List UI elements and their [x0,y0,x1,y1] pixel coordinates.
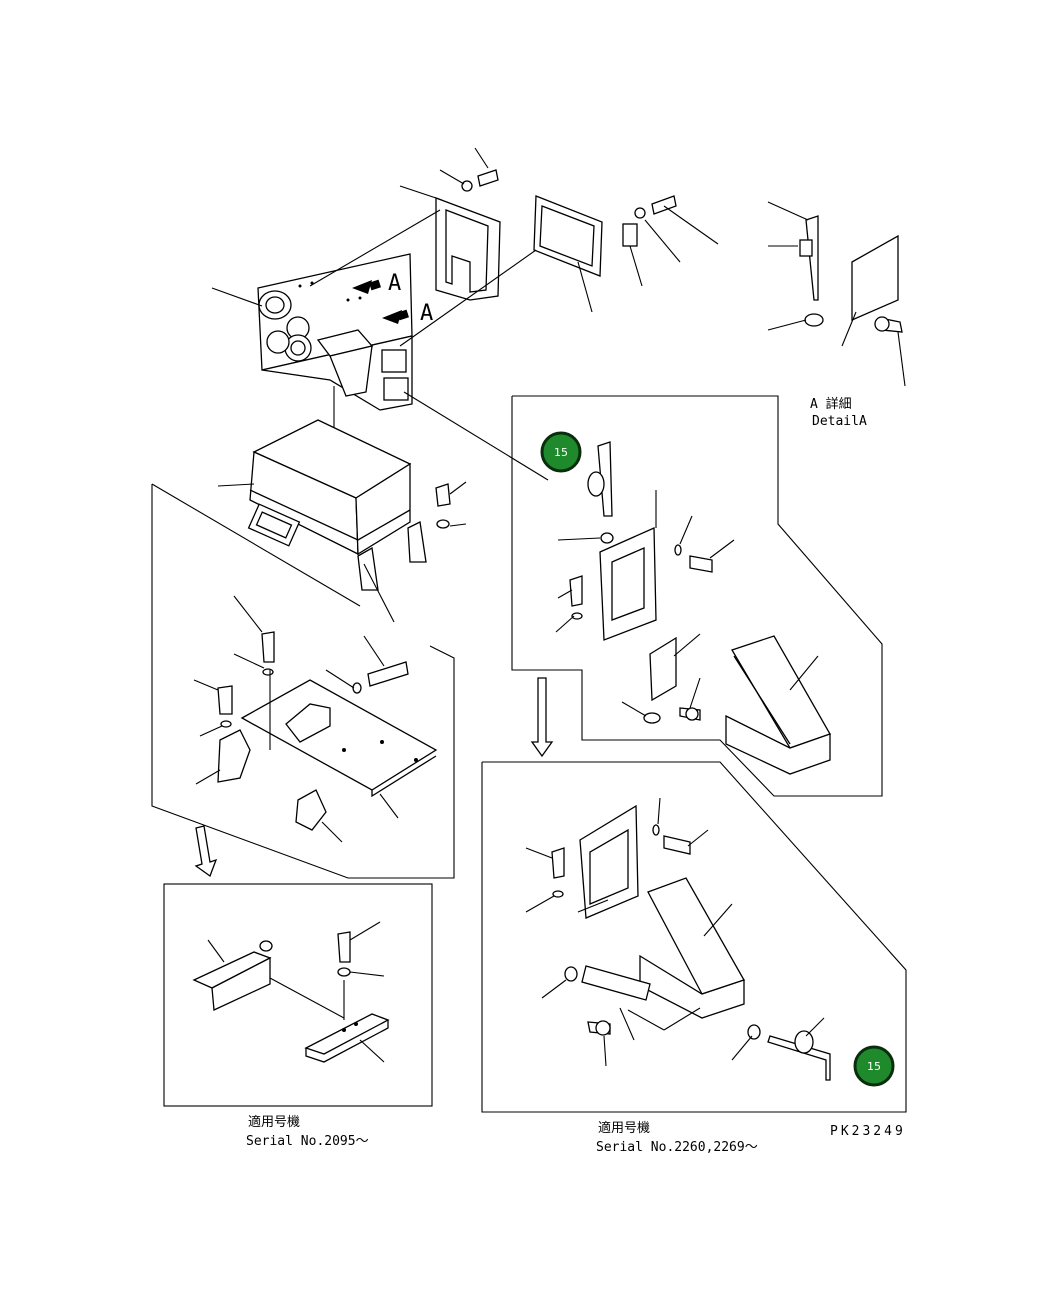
leaders-mid [217,481,467,623]
left-frame [151,484,455,879]
serial-2095-parts [192,931,390,1063]
detail-a-label-jp: A 詳細 [810,396,852,412]
detail-parts-upper [569,441,831,775]
serial-2095-frame [163,883,433,1107]
upper-bracket [435,195,603,301]
hotspot-label: 15 [867,1060,881,1073]
serial-2260-jp: 適用号機 [598,1120,650,1136]
down-arrow-left [194,825,218,878]
leaders-serial-2095 [207,921,385,1063]
serial-2260-en: Serial No.2260,2269～ [596,1140,758,1155]
serial-2260-parts [551,804,831,1081]
leaders-serial-2260 [525,797,825,1067]
detail-frame-upper [511,395,883,797]
down-arrow-right [530,677,554,758]
serial-2260-frame [481,761,907,1113]
drawing-code: PK23249 [830,1124,906,1139]
detail-a-label-en: DetailA [812,414,867,429]
hotspot-label: 15 [554,446,568,459]
panel-assembly: A A [257,253,433,411]
serial-2095-en: Serial No.2095～ [246,1134,369,1149]
leaders-top [211,147,906,481]
arrow-label-a-2: A [420,301,433,326]
part-hotspot-15-upper[interactable]: 15 [540,431,582,473]
leaders-upper-detail [555,490,819,717]
serial-2095-jp: 適用号機 [248,1114,300,1130]
leaders-base [193,595,399,843]
arrow-label-a-1: A [388,271,401,296]
base-plate [217,631,438,831]
part-hotspot-15-lower[interactable]: 15 [853,1045,895,1087]
top-bolts [461,169,903,333]
controller-box [247,419,451,591]
